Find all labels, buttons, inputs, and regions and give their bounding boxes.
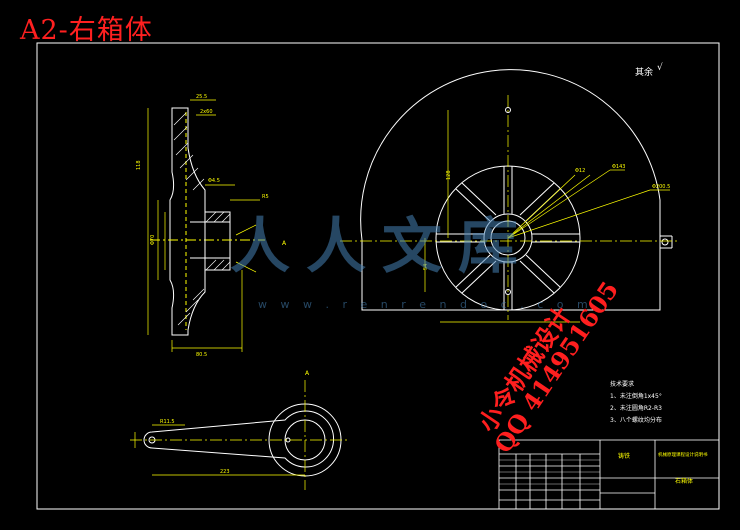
- top-view-dimensions: [134, 424, 305, 476]
- watermark-url: w w w . r e n r e n d o c . c o m: [258, 298, 593, 311]
- svg-text:Φ143: Φ143: [612, 164, 625, 170]
- title-block-material: 铸铁: [618, 452, 630, 460]
- tech-requirement-item: 2、未注圆角R2-R3: [610, 404, 662, 412]
- side-view-dimensions: [147, 99, 260, 352]
- svg-text:80.5: 80.5: [196, 352, 207, 358]
- title-block-part-name: 右箱体: [675, 477, 693, 485]
- tech-requirement-item: 3、八个螺纹均分布: [610, 416, 662, 424]
- svg-text:128: 128: [446, 170, 452, 180]
- svg-text:118: 118: [136, 160, 142, 170]
- svg-text:Φ12: Φ12: [575, 168, 585, 174]
- svg-text:Φ70: Φ70: [150, 235, 156, 245]
- front-view-centerlines: [340, 95, 680, 320]
- tech-requirements-heading: 技术要求: [610, 380, 634, 388]
- tech-requirement-item: 1、未注倒角1x45°: [610, 392, 662, 400]
- watermark-logo-text: 人人文库: [230, 212, 534, 282]
- top-view-dim-labels: 223 R11.5: [160, 419, 230, 475]
- svg-text:25.5: 25.5: [196, 94, 207, 100]
- title-block: [498, 439, 720, 510]
- drawing-title: A2-右箱体: [20, 15, 153, 46]
- front-view-dimensions: [424, 110, 670, 323]
- drawing-border: [36, 42, 720, 510]
- roughness-symbol: √: [657, 62, 663, 73]
- roughness-note: 其余: [635, 66, 653, 78]
- section-mark-bottom: A: [305, 370, 310, 377]
- title-block-project: 机械原理课程设计说明书: [658, 451, 708, 458]
- front-view-dim-labels: 128 54 Φ143 Φ200.5 Φ12: [423, 164, 670, 270]
- svg-text:Φ4.5: Φ4.5: [208, 178, 220, 184]
- section-mark-left: A: [282, 240, 287, 247]
- svg-text:R11.5: R11.5: [160, 419, 175, 425]
- svg-text:54: 54: [423, 264, 429, 270]
- front-view: [360, 69, 673, 311]
- side-section-view: [150, 107, 265, 336]
- title-block-grid-lines: [499, 459, 600, 485]
- svg-text:223: 223: [220, 469, 230, 475]
- svg-text:Φ200.5: Φ200.5: [652, 184, 670, 190]
- top-view-centerlines: [130, 380, 350, 490]
- side-section-hatch: [173, 112, 231, 326]
- svg-text:2x60: 2x60: [200, 109, 213, 115]
- svg-text:R5: R5: [262, 194, 269, 200]
- side-view-dim-labels: 25.5 2x60 118 Φ70 80.5 Φ4.5 R5: [136, 94, 269, 358]
